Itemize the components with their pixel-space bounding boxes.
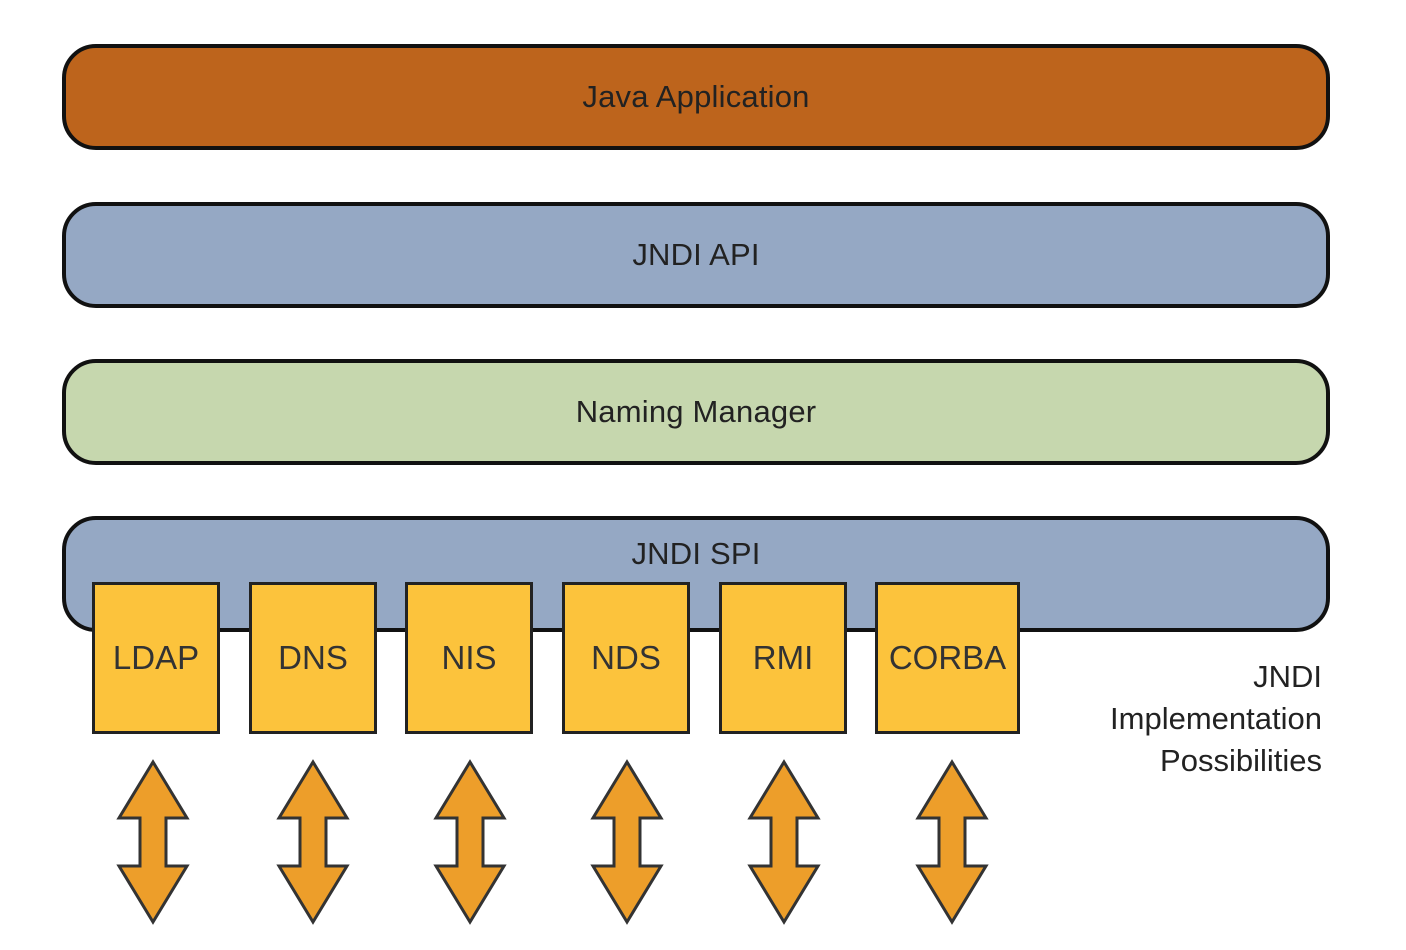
- naming-manager-layer: Naming Manager: [62, 359, 1330, 465]
- implementation-box-nds: NDS: [562, 582, 690, 734]
- implementation-label: CORBA: [888, 639, 1007, 676]
- jndi-api-label: JNDI API: [632, 237, 760, 272]
- double-arrow-icon: [591, 760, 663, 924]
- double-arrow-icon: [748, 760, 820, 924]
- double-arrow-icon: [434, 760, 506, 924]
- implementation-label: DNS: [278, 639, 348, 676]
- double-arrow-icon: [117, 760, 189, 924]
- implementation-box-rmi: RMI: [719, 582, 847, 734]
- caption-line-1: JNDI: [1253, 659, 1322, 694]
- jndi-api-layer: JNDI API: [62, 202, 1330, 308]
- implementation-label: NDS: [591, 639, 661, 676]
- implementation-box-corba: CORBA: [875, 582, 1020, 734]
- implementation-label: LDAP: [112, 639, 200, 676]
- implementation-label: NIS: [441, 639, 497, 676]
- implementation-box-ldap: LDAP: [92, 582, 220, 734]
- caption-line-3: Possibilities: [1160, 743, 1322, 778]
- java-application-layer: Java Application: [62, 44, 1330, 150]
- jndi-spi-label: JNDI SPI: [631, 536, 761, 571]
- double-arrow-icon: [916, 760, 988, 924]
- implementation-box-nis: NIS: [405, 582, 533, 734]
- implementation-box-dns: DNS: [249, 582, 377, 734]
- double-arrow-icon: [277, 760, 349, 924]
- caption-line-2: Implementation: [1110, 701, 1322, 736]
- java-application-label: Java Application: [582, 79, 810, 114]
- naming-manager-label: Naming Manager: [575, 394, 817, 429]
- jndi-implementation-caption: JNDI Implementation Possibilities: [1022, 656, 1322, 782]
- implementation-label: RMI: [752, 639, 814, 676]
